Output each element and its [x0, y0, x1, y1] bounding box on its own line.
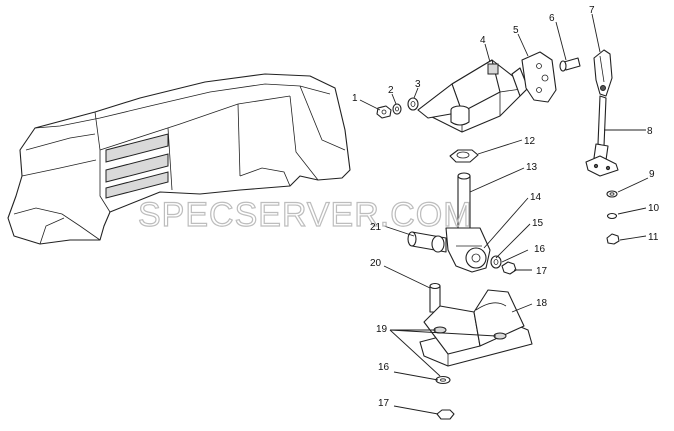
callout-9: 9 [649, 169, 655, 180]
callout-18: 18 [536, 298, 548, 309]
callout-15: 15 [532, 218, 544, 229]
callout-8: 8 [647, 126, 653, 137]
callout-1: 1 [352, 93, 358, 104]
callout-4: 4 [480, 35, 486, 46]
bracket-4 [417, 59, 529, 133]
callout-3: 3 [415, 79, 421, 90]
washer-10 [606, 212, 618, 220]
callout-11: 11 [648, 232, 659, 243]
washer-3 [407, 97, 419, 111]
callout-19: 19 [376, 324, 388, 335]
callout-labels: 1 2 3 4 5 6 7 8 9 10 11 12 13 14 15 16 1… [352, 5, 660, 409]
base-bracket-18 [419, 289, 533, 367]
callout-2: 2 [388, 85, 394, 96]
callout-13: 13 [526, 162, 538, 173]
support-rod-7 [585, 49, 619, 177]
callout-16-lower: 16 [378, 362, 390, 373]
watermark-text: SPECSERVER.COM [138, 196, 473, 234]
nut-17-lower [436, 409, 455, 420]
callout-5: 5 [513, 25, 519, 36]
nut-12 [449, 149, 479, 163]
callout-21: 21 [370, 222, 382, 233]
callout-6: 6 [549, 13, 555, 24]
cab-body [7, 73, 351, 245]
plate-5 [521, 51, 557, 103]
callout-17-upper: 17 [536, 266, 548, 277]
nut-11 [606, 233, 620, 245]
callout-14: 14 [530, 192, 542, 203]
bolt-6 [559, 57, 581, 72]
callout-17-lower: 17 [378, 398, 390, 409]
nut-1 [376, 105, 392, 119]
callout-12: 12 [524, 136, 536, 147]
pivot-assembly-13 [407, 172, 491, 273]
washer-16-lower [435, 375, 451, 385]
washer-15-16 [490, 255, 502, 269]
callout-7: 7 [589, 5, 595, 16]
leader-lines [359, 13, 649, 415]
callout-10: 10 [648, 203, 660, 214]
callout-16-upper: 16 [534, 244, 546, 255]
washer-9 [606, 190, 618, 198]
nut-17-upper [501, 261, 517, 275]
washer-2 [392, 103, 402, 115]
callout-20: 20 [370, 258, 382, 269]
